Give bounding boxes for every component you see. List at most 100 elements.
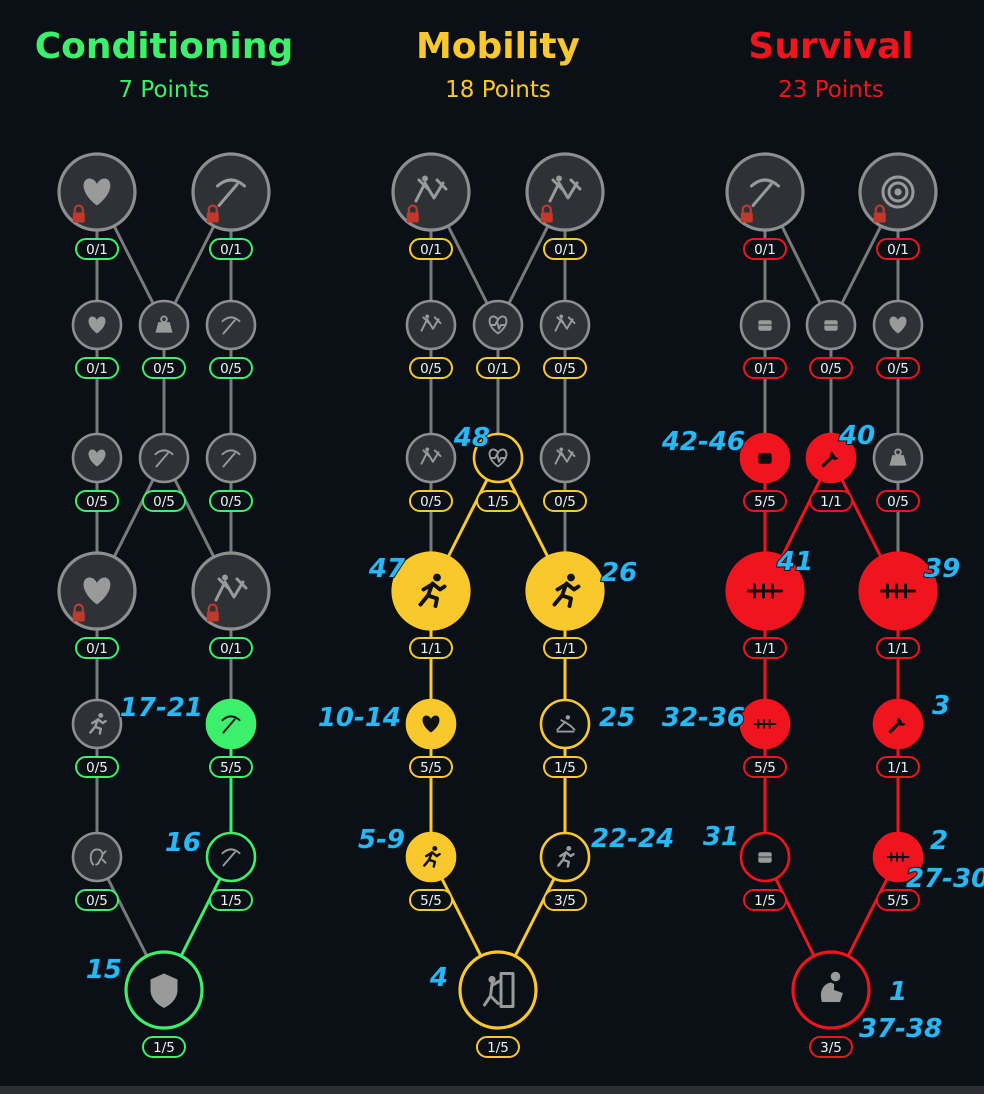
survival-rank-text-root: 3/5 xyxy=(820,1040,842,1056)
mobility-skill-node-t1a[interactable]: 0/1 xyxy=(391,152,471,260)
survival-skill-node-r5b[interactable]: 1/1 xyxy=(872,698,924,778)
survival-skill-node-r2b[interactable]: 0/5 xyxy=(805,299,857,379)
mobility-skill-node-r3a[interactable]: 0/5 xyxy=(405,432,457,512)
survival-rank-badge-r3b: 1/1 xyxy=(809,490,853,512)
conditioning-rank-text-t1a: 0/1 xyxy=(86,242,108,258)
conditioning-rank-badge-r2b: 0/5 xyxy=(142,357,186,379)
survival-annotation-extra-r6b: 27-30 xyxy=(906,864,984,894)
mobility-skill-node-root[interactable]: 1/5 xyxy=(458,950,538,1058)
survival-skill-node-r6b[interactable]: 5/5 xyxy=(872,831,924,911)
mobility-skill-node-r3c[interactable]: 0/5 xyxy=(539,432,591,512)
mobility-skill-node-r3b[interactable]: 1/5 xyxy=(472,432,524,512)
pickaxe-icon xyxy=(221,715,241,734)
survival-skill-node-r3a[interactable]: 5/5 xyxy=(739,432,791,512)
survival-rank-badge-r5a: 5/5 xyxy=(743,756,787,778)
survival-annotation-r5a: 32-36 xyxy=(662,703,745,733)
mobility-skill-node-r5a[interactable]: 5/5 xyxy=(405,698,457,778)
mobility-rank-badge-r5b: 1/5 xyxy=(543,756,587,778)
mobility-annotation-r4a: 47 xyxy=(368,554,406,584)
conditioning-skill-node-r2c[interactable]: 0/5 xyxy=(205,299,257,379)
lock-icon xyxy=(740,204,753,223)
pickaxe-icon xyxy=(221,316,241,335)
noise-icon xyxy=(747,583,783,599)
conditioning-rank-badge-r3a: 0/5 xyxy=(75,490,119,512)
survival-skill-node-r3b[interactable]: 1/1 xyxy=(805,432,857,512)
survival-rank-badge-r5b: 1/1 xyxy=(876,756,920,778)
conditioning-rank-badge-r3b: 0/5 xyxy=(142,490,186,512)
conditioning-skill-node-r4b[interactable]: 0/1 xyxy=(191,551,271,659)
mobility-skill-node-r2b[interactable]: 0/1 xyxy=(472,299,524,379)
mobility-rank-text-r6b: 3/5 xyxy=(554,893,576,909)
conditioning-rank-text-r3c: 0/5 xyxy=(220,494,242,510)
crate-icon xyxy=(824,320,838,331)
mobility-skill-node-r6b[interactable]: 3/5 xyxy=(539,831,591,911)
conditioning-skill-node-r3c[interactable]: 0/5 xyxy=(205,432,257,512)
survival-skill-node-root[interactable]: 3/5 xyxy=(791,950,871,1058)
mobility-skill-node-r2c[interactable]: 0/5 xyxy=(539,299,591,379)
survival-skill-node-r3c[interactable]: 0/5 xyxy=(872,432,924,512)
mobility-annotation-root: 4 xyxy=(429,963,448,993)
conditioning-skill-node-root[interactable]: 1/5 xyxy=(124,950,204,1058)
mobility-rank-text-r2a: 0/5 xyxy=(420,361,442,377)
mobility-rank-text-r5a: 5/5 xyxy=(420,760,442,776)
conditioning-skill-node-r4a[interactable]: 0/1 xyxy=(57,551,137,659)
mobility-annotation-r3b: 48 xyxy=(453,423,490,453)
survival-annotation-r3b: 40 xyxy=(838,421,875,451)
survival-skill-node-r4a[interactable]: 1/1 xyxy=(725,551,805,659)
pickaxe-icon xyxy=(216,178,246,207)
conditioning-skill-node-r6a[interactable]: 0/5 xyxy=(71,831,123,911)
conditioning-rank-badge-r5a: 0/5 xyxy=(75,756,119,778)
mobility-skill-node-r4b[interactable]: 1/1 xyxy=(525,551,605,659)
climb-icon xyxy=(554,314,576,332)
conditioning-skill-node-t1a[interactable]: 0/1 xyxy=(57,152,137,260)
mobility-skill-node-r5b[interactable]: 1/5 xyxy=(539,698,591,778)
survival-skill-node-r2c[interactable]: 0/5 xyxy=(872,299,924,379)
run-icon xyxy=(557,845,575,868)
conditioning-skill-node-r5b[interactable]: 5/5 xyxy=(205,698,257,778)
survival-skill-node-r5a[interactable]: 5/5 xyxy=(739,698,791,778)
mobility-rank-text-r3c: 0/5 xyxy=(554,494,576,510)
heartbeat-icon xyxy=(488,448,508,468)
mobility-rank-badge-r6a: 5/5 xyxy=(409,889,453,911)
climb-icon xyxy=(420,447,442,465)
survival-skill-node-t1a[interactable]: 0/1 xyxy=(725,152,805,260)
mobility-skill-node-r4a[interactable]: 1/1 xyxy=(391,551,471,659)
mobility-skill-node-r2a[interactable]: 0/5 xyxy=(405,299,457,379)
conditioning-title: Conditioning xyxy=(35,26,294,67)
conditioning-rank-badge-r4a: 0/1 xyxy=(75,637,119,659)
survival-rank-text-r6a: 1/5 xyxy=(754,893,776,909)
conditioning-skill-node-r3a[interactable]: 0/5 xyxy=(71,432,123,512)
survival-skill-node-r6a[interactable]: 1/5 xyxy=(739,831,791,911)
ear-icon xyxy=(89,848,107,866)
conditioning-rank-text-r5a: 0/5 xyxy=(86,760,108,776)
conditioning-rank-text-r2b: 0/5 xyxy=(153,361,175,377)
pickaxe-icon xyxy=(750,178,780,207)
mobility-skill-node-r6a[interactable]: 5/5 xyxy=(405,831,457,911)
survival-skill-node-r4b[interactable]: 1/1 xyxy=(858,551,938,659)
conditioning-annotation-r5b: 17-21 xyxy=(120,693,203,723)
conditioning-rank-badge-t1a: 0/1 xyxy=(75,238,119,260)
conditioning-skill-node-r2b[interactable]: 0/5 xyxy=(138,299,190,379)
survival-skill-node-r2a[interactable]: 0/1 xyxy=(739,299,791,379)
noise-icon xyxy=(880,583,916,599)
wall-climb-icon xyxy=(483,972,515,1008)
conditioning-skill-node-r6b[interactable]: 1/5 xyxy=(205,831,257,911)
climb-icon xyxy=(548,175,582,203)
survival-annotation-r4a: 41 xyxy=(776,547,813,577)
mobility-rank-badge-t1a: 0/1 xyxy=(409,238,453,260)
conditioning-skill-node-r3b[interactable]: 0/5 xyxy=(138,432,190,512)
mobility-node-ring-r5b xyxy=(539,698,591,750)
conditioning-skill-node-r2a[interactable]: 0/1 xyxy=(71,299,123,379)
conditioning-skill-node-t1b[interactable]: 0/1 xyxy=(191,152,271,260)
climb-icon xyxy=(420,314,442,332)
conditioning-skill-node-r5a[interactable]: 0/5 xyxy=(71,698,123,778)
weight-icon xyxy=(889,448,907,466)
mobility-rank-text-r3b: 1/5 xyxy=(487,494,509,510)
survival-skill-node-t1b[interactable]: 0/1 xyxy=(858,152,938,260)
survival-annotation-r3a: 42-46 xyxy=(661,427,745,457)
survival-rank-text-r2c: 0/5 xyxy=(887,361,909,377)
mobility-skill-node-t1b[interactable]: 0/1 xyxy=(525,152,605,260)
mobility-rank-text-r2b: 0/1 xyxy=(487,361,509,377)
lock-icon xyxy=(206,204,219,223)
lock-icon xyxy=(72,204,85,223)
